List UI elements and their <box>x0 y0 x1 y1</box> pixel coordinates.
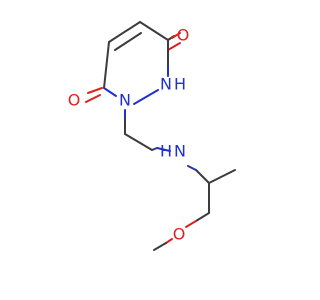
bond-o-ch3-b <box>153 242 167 251</box>
bond-n-ch-b <box>195 169 210 184</box>
atom-n-ring-h: N <box>160 75 172 94</box>
bonds <box>85 21 236 251</box>
atom-n-chain: N <box>174 142 186 161</box>
atom-h-ring: H <box>174 75 186 94</box>
atom-n-ring: N <box>119 91 131 110</box>
bond-c-c-top <box>108 21 141 43</box>
bond-c-left-o <box>87 87 103 94</box>
bond-c-left-c <box>103 41 110 89</box>
bond-c-c-upper-right <box>139 21 169 41</box>
bond-o-ch3 <box>165 238 173 244</box>
atom-o-ether: O <box>173 225 186 244</box>
bond-ch2-n-chain-b <box>156 147 171 152</box>
bond-ch2-o-red <box>185 220 197 228</box>
bond-ch2-ch2 <box>124 133 153 151</box>
bond-c-left-o-double <box>85 94 101 103</box>
atom-o-left: O <box>68 91 81 110</box>
bond-c-o-top-double <box>167 42 181 51</box>
atom-h-chain: H <box>160 142 172 161</box>
atom-o-top: O <box>177 26 190 45</box>
bond-c-c-top-double <box>114 32 142 51</box>
atom-labels: O N H N O H N O <box>68 26 190 244</box>
bond-n-c-left <box>103 87 117 97</box>
bond-ch2-o <box>195 212 210 222</box>
molecule-structure: O N H N O H N O <box>68 21 236 251</box>
bond-c-o-top-red <box>171 32 181 39</box>
bond-nh-n <box>133 89 159 105</box>
bond-ch-ch3 <box>208 169 236 184</box>
bond-n-ch <box>187 165 197 171</box>
